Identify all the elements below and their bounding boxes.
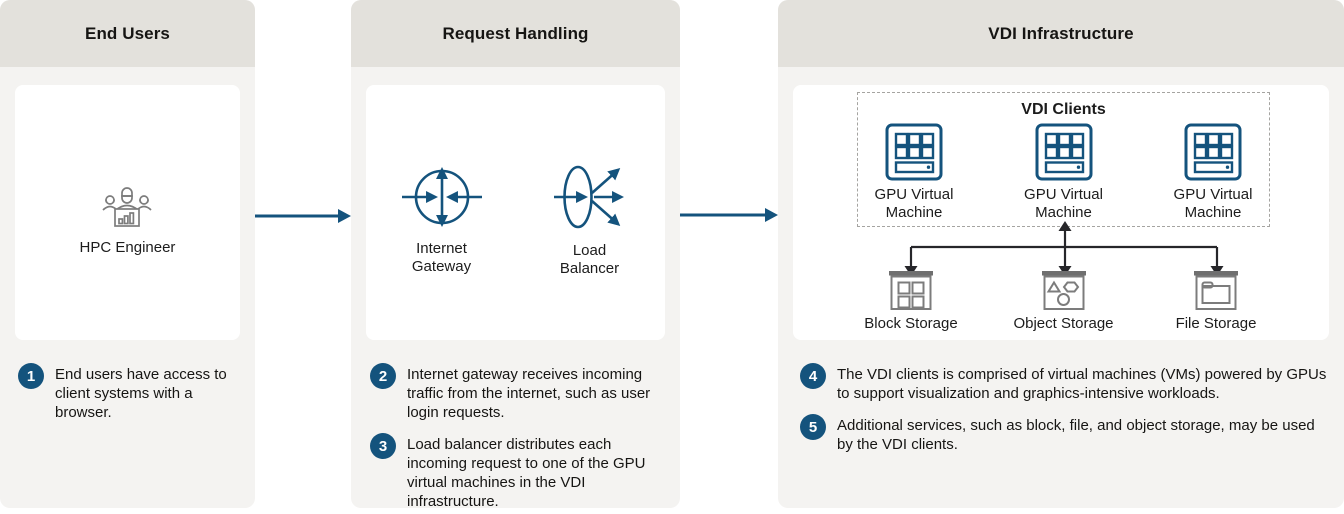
note-3-badge: 3 (370, 433, 396, 459)
request-handling-card: Internet Gateway Load Balancer (366, 85, 665, 340)
storage-connector-lines (904, 221, 1224, 276)
end-users-notes: 1 End users have access to client system… (18, 363, 241, 422)
flow-arrow-request-handling-to-vdi (680, 208, 778, 222)
note-3: 3 Load balancer distributes each incomin… (370, 433, 665, 511)
block-storage: Block Storage (848, 270, 974, 333)
column-header-request-handling: Request Handling (351, 0, 680, 67)
gpu-vm-3: GPU Virtual Machine (1157, 123, 1269, 222)
note-4-text: The VDI clients is comprised of virtual … (837, 366, 1327, 402)
note-1-text: End users have access to client systems … (55, 366, 227, 421)
block-storage-label: Block Storage (864, 315, 958, 332)
gpu-vm-2-label: GPU Virtual Machine (1024, 186, 1103, 221)
internet-gateway-icon (401, 166, 482, 227)
vdi-infrastructure-notes: 4 The VDI clients is comprised of virtua… (800, 363, 1327, 454)
note-5: 5 Additional services, such as block, fi… (800, 414, 1327, 454)
column-vdi-infrastructure: VDI Infrastructure VDI Clients (778, 0, 1344, 508)
load-balancer-icon (553, 165, 624, 228)
column-header-vdi-infrastructure: VDI Infrastructure (778, 0, 1344, 67)
gpu-vm-icon (1184, 123, 1242, 181)
hpc-engineer-label: HPC Engineer (79, 238, 176, 256)
gpu-vm-1-label: GPU Virtual Machine (874, 186, 954, 221)
note-1: 1 End users have access to client system… (18, 363, 241, 422)
note-4-badge: 4 (800, 363, 826, 389)
gpu-vm-2: GPU Virtual Machine (1008, 123, 1120, 222)
column-header-end-users: End Users (0, 0, 255, 67)
gpu-vm-3-label: GPU Virtual Machine (1173, 186, 1253, 221)
vm-row: GPU Virtual Machine GPU Virtual (858, 123, 1269, 222)
vdi-clients-box: VDI Clients GPU Virtual Machine (857, 92, 1270, 227)
gpu-vm-icon (1035, 123, 1092, 181)
note-2-text: Internet gateway receives incoming traff… (407, 366, 651, 421)
vdi-infrastructure-card: VDI Clients GPU Virtual Machine (793, 85, 1329, 340)
object-storage-icon (1041, 271, 1086, 310)
vdi-clients-title: VDI Clients (1021, 101, 1106, 118)
hpc-engineer-group: HPC Engineer (79, 169, 176, 257)
note-2: 2 Internet gateway receives incoming tra… (370, 363, 665, 422)
object-storage-label: Object Storage (1013, 315, 1114, 332)
hpc-engineer-icon (102, 186, 153, 227)
load-balancer-group: Load Balancer (542, 158, 638, 278)
note-4: 4 The VDI clients is comprised of virtua… (800, 363, 1327, 403)
request-handling-notes: 2 Internet gateway receives incoming tra… (370, 363, 665, 511)
note-5-text: Additional services, such as block, file… (837, 417, 1315, 453)
flow-arrow-end-users-to-request-handling (255, 209, 351, 223)
note-3-text: Load balancer distributes each incoming … (407, 436, 646, 510)
gpu-vm-icon (885, 123, 943, 181)
end-users-card: HPC Engineer (15, 85, 240, 340)
object-storage: Object Storage (1001, 270, 1127, 333)
column-end-users: End Users HPC Engin (0, 0, 255, 508)
file-storage-icon (1194, 271, 1238, 310)
file-storage: File Storage (1153, 270, 1279, 333)
internet-gateway-group: Internet Gateway (394, 160, 490, 276)
note-2-badge: 2 (370, 363, 396, 389)
load-balancer-label: Load Balancer (559, 241, 620, 277)
storage-row: Block Storage Object Storage (793, 270, 1329, 333)
file-storage-label: File Storage (1175, 315, 1257, 332)
column-request-handling: Request Handling Internet Gateway (351, 0, 680, 511)
note-5-badge: 5 (800, 414, 826, 440)
block-storage-icon (889, 271, 933, 310)
internet-gateway-label: Internet Gateway (411, 239, 472, 275)
gpu-vm-1: GPU Virtual Machine (858, 123, 970, 222)
note-1-badge: 1 (18, 363, 44, 389)
